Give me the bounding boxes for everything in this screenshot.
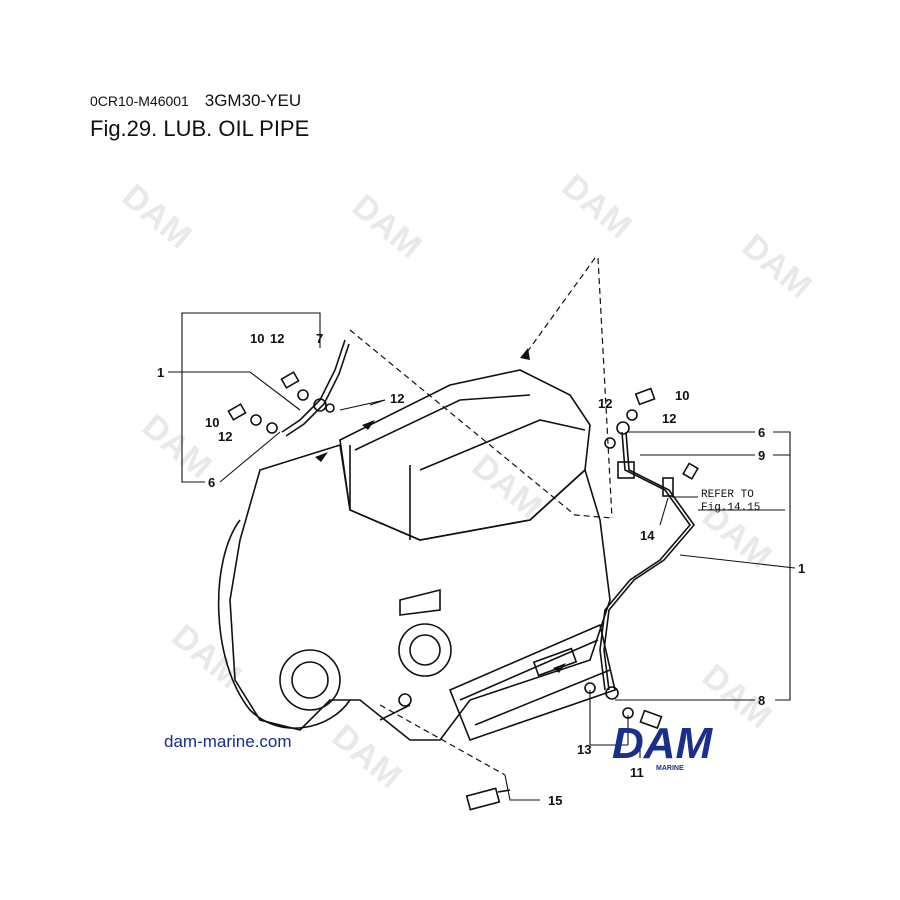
callout-9: 9 [758, 448, 765, 463]
watermark: DAM [735, 227, 819, 306]
engine-block [217, 369, 616, 742]
site-link[interactable]: dam-marine.com [164, 732, 292, 751]
callout-1-left: 1 [157, 365, 164, 380]
dam-marine-logo: DAM MARINE [612, 720, 714, 772]
watermark: DAM [345, 187, 429, 266]
watermark: DAM [165, 617, 249, 696]
oil-pipe-assembly [227, 339, 699, 811]
direction-arrows [315, 348, 566, 673]
callout-12-e: 12 [662, 411, 676, 426]
figure-title: Fig.29. LUB. OIL PIPE [90, 116, 310, 141]
callout-12-b: 12 [218, 429, 232, 444]
refer-note: REFER TO Fig.14.15 [701, 489, 760, 514]
callout-13: 13 [577, 742, 591, 757]
doc-code: 0CR10-M46001 [90, 93, 189, 109]
logo-sub: MARINE [656, 765, 684, 772]
callout-12-d: 12 [598, 396, 612, 411]
callout-10-top: 10 [250, 331, 264, 346]
callout-15: 15 [548, 793, 562, 808]
callout-numbers: 1 6 7 10 12 10 12 12 12 10 12 6 9 14 1 8… [157, 331, 805, 808]
logo-word: DAM [612, 720, 714, 768]
callout-6-left: 6 [208, 475, 215, 490]
refer-note-line2: Fig.14.15 [701, 502, 760, 514]
callout-1-right: 1 [798, 561, 805, 576]
callout-14: 14 [640, 528, 655, 543]
watermark: DAM [115, 177, 199, 256]
callout-12-c: 12 [390, 391, 404, 406]
callout-10-left: 10 [205, 415, 219, 430]
header-code: 0CR10-M46001 3GM30-YEU [90, 91, 301, 111]
callout-7: 7 [316, 331, 323, 346]
callout-8: 8 [758, 693, 765, 708]
watermark: DAM [555, 167, 639, 246]
callout-12-a: 12 [270, 331, 284, 346]
refer-note-line1: REFER TO [701, 489, 754, 501]
model-code: 3GM30-YEU [204, 91, 302, 110]
callout-11: 11 [630, 765, 644, 780]
callout-6-right: 6 [758, 425, 765, 440]
reference-lines [349, 257, 613, 776]
callout-10-right: 10 [675, 388, 689, 403]
leader-lines [168, 312, 796, 801]
